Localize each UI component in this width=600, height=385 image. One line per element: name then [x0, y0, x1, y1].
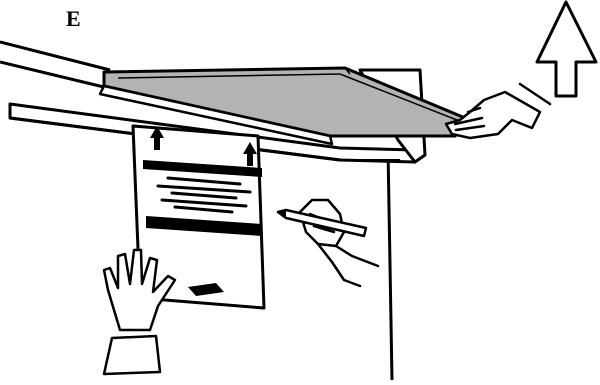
up-arrow-icon: [537, 2, 596, 96]
marking-hand-icon: [300, 200, 378, 286]
right-hand-icon: [446, 84, 550, 138]
step-label: E: [66, 6, 81, 32]
wall: [388, 150, 392, 380]
